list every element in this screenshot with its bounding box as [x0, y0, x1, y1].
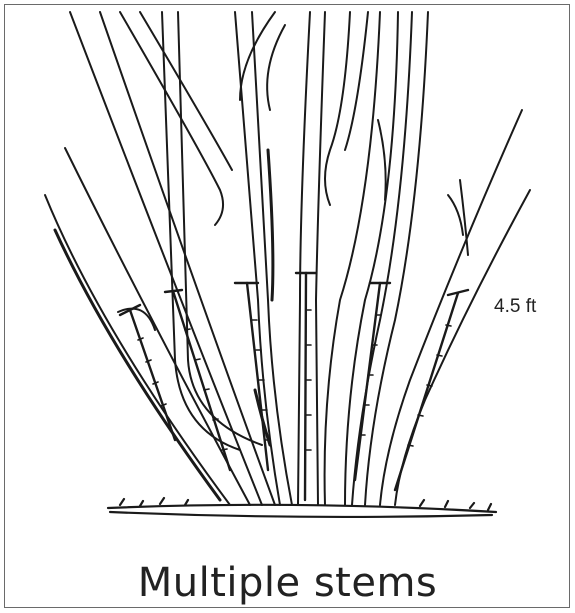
bark-shading [55, 150, 273, 500]
stem-center [298, 12, 325, 505]
stem-far-left [45, 148, 250, 505]
ground-grass [108, 498, 496, 517]
height-label: 4.5 ft [494, 296, 536, 318]
figure-caption: Multiple stems [0, 560, 575, 606]
stem-right [352, 12, 428, 505]
